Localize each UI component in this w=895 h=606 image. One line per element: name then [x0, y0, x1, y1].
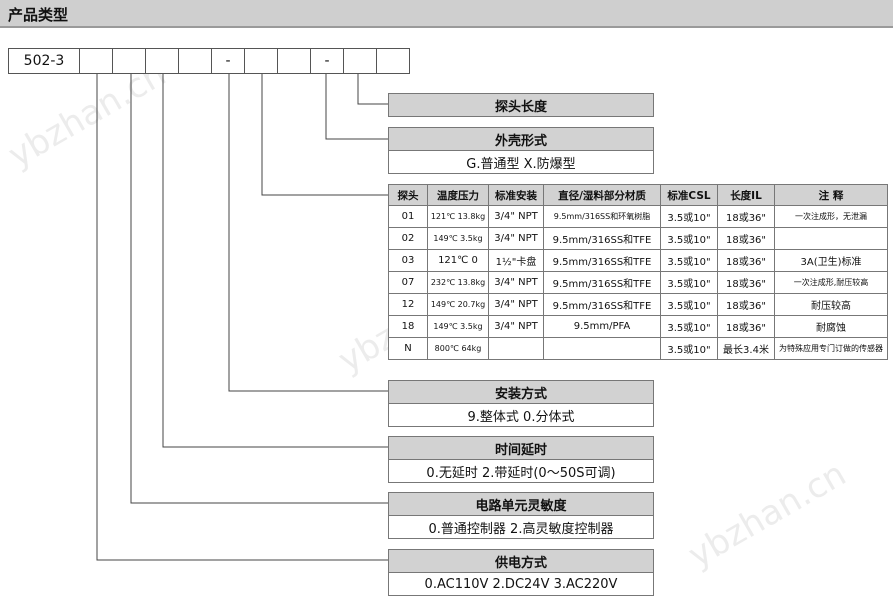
code-cell	[79, 48, 113, 74]
cell-note: 耐腐蚀	[774, 315, 888, 338]
cell-install: 3/4" NPT	[488, 293, 544, 316]
probe-length-header: 探头长度	[389, 94, 653, 116]
table-row: 02 149℃ 3.5kg 3/4" NPT 9.5mm/316SS和TFE 3…	[388, 227, 888, 250]
column-header: 注 释	[774, 184, 888, 206]
cell-csl: 3.5或10"	[660, 337, 718, 360]
probe-length-box: 探头长度	[388, 93, 654, 117]
cell-material: 9.5mm/316SS和TFE	[543, 271, 661, 294]
cell-install	[488, 337, 544, 360]
cell-note: 一次注成形,耐压较高	[774, 271, 888, 294]
column-header: 标准安装	[488, 184, 544, 206]
connector-mounting	[228, 74, 388, 392]
cell-temp-pressure: 121℃ 0	[427, 249, 489, 272]
column-header: 探头	[388, 184, 428, 206]
section-title-bar: 产品类型	[0, 0, 893, 28]
cell-material: 9.5mm/316SS和TFE	[543, 293, 661, 316]
connector-probe-table	[261, 74, 388, 196]
code-cell	[343, 48, 377, 74]
cell-install: 3/4" NPT	[488, 205, 544, 228]
mounting-value: 9.整体式 0.分体式	[389, 404, 653, 426]
housing-box: 外壳形式 G.普通型 X.防爆型	[388, 127, 654, 174]
cell-csl: 3.5或10"	[660, 205, 718, 228]
model-code-row: 502-3 - -	[8, 48, 410, 74]
mounting-header: 安装方式	[389, 381, 653, 404]
delay-value: 0.无延时 2.带延时(0～50S可调)	[389, 460, 653, 482]
cell-install: 3/4" NPT	[488, 271, 544, 294]
cell-il: 最长3.4米	[717, 337, 775, 360]
cell-csl: 3.5或10"	[660, 227, 718, 250]
cell-probe: 01	[388, 205, 428, 228]
mounting-box: 安装方式 9.整体式 0.分体式	[388, 380, 654, 427]
delay-header: 时间延时	[389, 437, 653, 460]
cell-il: 18或36"	[717, 249, 775, 272]
cell-il: 18或36"	[717, 271, 775, 294]
table-row: 07 232℃ 13.8kg 3/4" NPT 9.5mm/316SS和TFE …	[388, 271, 888, 294]
connector-probe-length	[357, 74, 388, 105]
cell-temp-pressure: 149℃ 3.5kg	[427, 227, 489, 250]
connector-delay	[162, 74, 388, 448]
column-header: 长度IL	[717, 184, 775, 206]
cell-temp-pressure: 149℃ 20.7kg	[427, 293, 489, 316]
cell-install: 3/4" NPT	[488, 227, 544, 250]
cell-material	[543, 337, 661, 360]
power-header: 供电方式	[389, 550, 653, 573]
cell-probe: 02	[388, 227, 428, 250]
cell-csl: 3.5或10"	[660, 271, 718, 294]
cell-temp-pressure: 149℃ 3.5kg	[427, 315, 489, 338]
model-prefix: 502-3	[8, 48, 80, 74]
housing-value: G.普通型 X.防爆型	[389, 151, 653, 173]
cell-note: 3A(卫生)标准	[774, 249, 888, 272]
cell-material: 9.5mm/PFA	[543, 315, 661, 338]
cell-material: 9.5mm/316SS和TFE	[543, 249, 661, 272]
sensitivity-header: 电路单元灵敏度	[389, 493, 653, 516]
cell-csl: 3.5或10"	[660, 249, 718, 272]
housing-header: 外壳形式	[389, 128, 653, 151]
cell-probe: N	[388, 337, 428, 360]
cell-material: 9.5mm/316SS和环氧树脂	[543, 205, 661, 228]
cell-note	[774, 227, 888, 250]
cell-temp-pressure: 121℃ 13.8kg	[427, 205, 489, 228]
probe-spec-table: 探头 温度压力 标准安装 直径/湿料部分材质 标准CSL 长度IL 注 释 01…	[388, 184, 888, 360]
table-row: 03 121℃ 0 1½"卡盘 9.5mm/316SS和TFE 3.5或10" …	[388, 249, 888, 272]
cell-csl: 3.5或10"	[660, 315, 718, 338]
cell-probe: 18	[388, 315, 428, 338]
cell-il: 18或36"	[717, 205, 775, 228]
cell-probe: 03	[388, 249, 428, 272]
cell-il: 18或36"	[717, 227, 775, 250]
column-header: 标准CSL	[660, 184, 718, 206]
cell-note: 耐压较高	[774, 293, 888, 316]
connector-power	[96, 74, 388, 561]
delay-box: 时间延时 0.无延时 2.带延时(0～50S可调)	[388, 436, 654, 483]
table-row: 12 149℃ 20.7kg 3/4" NPT 9.5mm/316SS和TFE …	[388, 293, 888, 316]
cell-temp-pressure: 800℃ 64kg	[427, 337, 489, 360]
table-row: N 800℃ 64kg 3.5或10" 最长3.4米 为特殊应用专门订做的传感器	[388, 337, 888, 360]
cell-probe: 12	[388, 293, 428, 316]
sensitivity-box: 电路单元灵敏度 0.普通控制器 2.高灵敏度控制器	[388, 492, 654, 539]
column-header: 直径/湿料部分材质	[543, 184, 661, 206]
section-title: 产品类型	[8, 6, 69, 24]
code-dash: -	[211, 48, 245, 74]
connector-sensitivity	[130, 74, 388, 504]
column-header: 温度压力	[427, 184, 489, 206]
connector-housing	[325, 74, 388, 140]
cell-install: 3/4" NPT	[488, 315, 544, 338]
cell-note: 为特殊应用专门订做的传感器	[774, 337, 888, 360]
cell-material: 9.5mm/316SS和TFE	[543, 227, 661, 250]
cell-install: 1½"卡盘	[488, 249, 544, 272]
cell-il: 18或36"	[717, 293, 775, 316]
code-cell	[178, 48, 212, 74]
cell-note: 一次注成形，无泄漏	[774, 205, 888, 228]
table-row: 01 121℃ 13.8kg 3/4" NPT 9.5mm/316SS和环氧树脂…	[388, 205, 888, 228]
cell-csl: 3.5或10"	[660, 293, 718, 316]
power-box: 供电方式 0.AC110V 2.DC24V 3.AC220V	[388, 549, 654, 596]
cell-temp-pressure: 232℃ 13.8kg	[427, 271, 489, 294]
code-cell	[376, 48, 410, 74]
power-value: 0.AC110V 2.DC24V 3.AC220V	[389, 573, 653, 595]
table-header-row: 探头 温度压力 标准安装 直径/湿料部分材质 标准CSL 长度IL 注 释	[388, 184, 888, 206]
table-row: 18 149℃ 3.5kg 3/4" NPT 9.5mm/PFA 3.5或10"…	[388, 315, 888, 338]
cell-il: 18或36"	[717, 315, 775, 338]
sensitivity-value: 0.普通控制器 2.高灵敏度控制器	[389, 516, 653, 538]
cell-probe: 07	[388, 271, 428, 294]
